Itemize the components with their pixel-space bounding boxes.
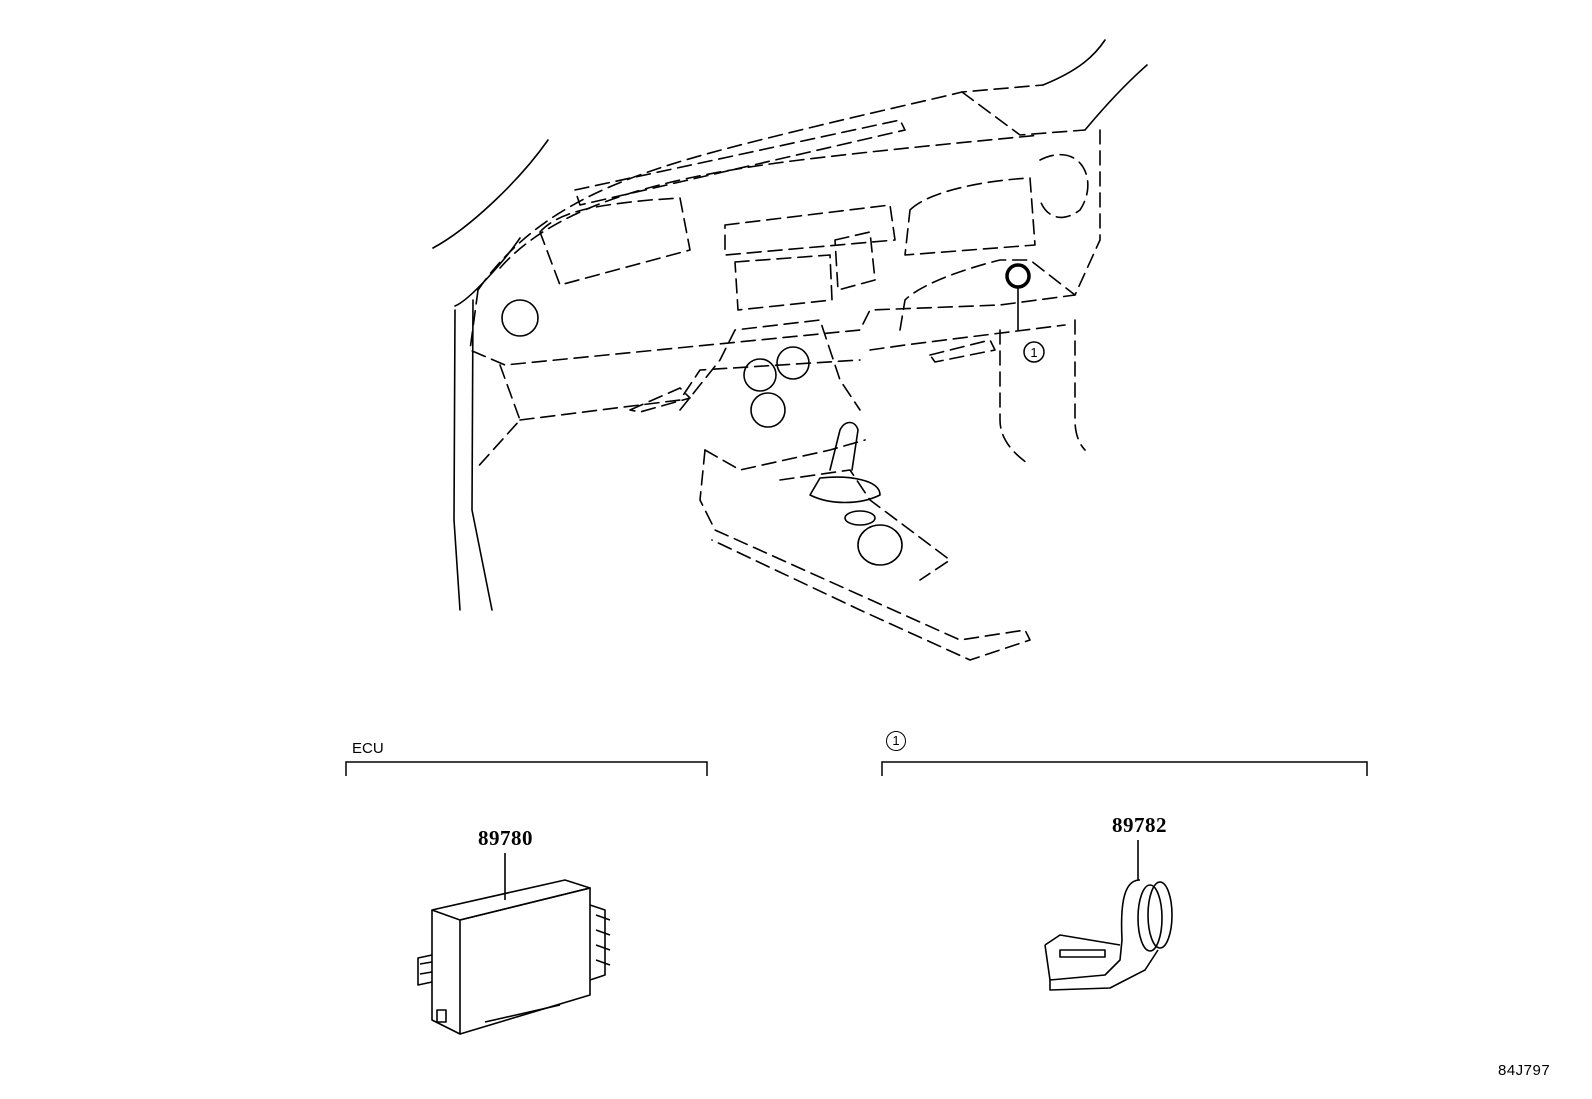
ecu-group-label: ECU [352, 740, 384, 757]
sensor-drawing [1044, 840, 1173, 991]
ecu-part-number[interactable]: 89780 [478, 826, 533, 850]
dashboard-callout-circle [1023, 341, 1045, 363]
ecu-module-drawing [417, 853, 611, 1035]
sensor-group-callout: 1 [886, 731, 906, 751]
dashboard-illustration [432, 39, 1148, 661]
group-brackets [345, 761, 1368, 776]
illustration-reference-code: 84J797 [1498, 1062, 1551, 1079]
sensor-part-number[interactable]: 89782 [1112, 813, 1167, 837]
dashboard-callout-number: 1 [1030, 345, 1037, 360]
